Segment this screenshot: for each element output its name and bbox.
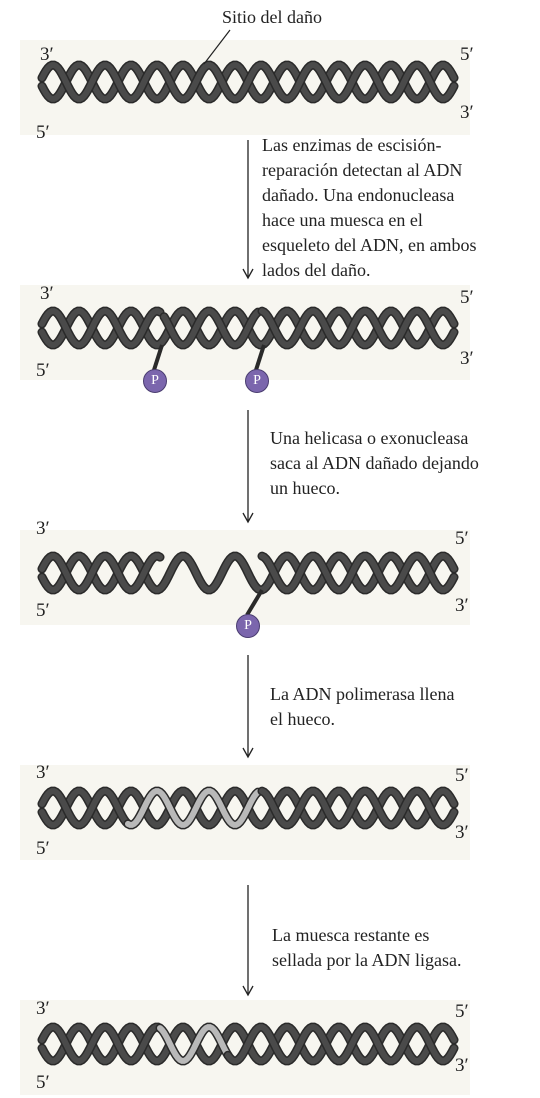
helix2-strand-bottom-2	[161, 308, 261, 348]
step-1-arrow-head	[242, 268, 254, 280]
helix3-end-3-right: 3′	[455, 595, 469, 616]
helix1-strand-bottom-1	[39, 62, 457, 102]
helix5-strand-bottom-2	[157, 1024, 231, 1064]
helix4-end-3-right: 3′	[455, 822, 469, 843]
helix4-strand-bottom-3	[259, 788, 457, 828]
helix4-end-5-right: 5′	[455, 765, 469, 786]
helix4-end-5-left: 5′	[36, 838, 50, 859]
helix2-strand-bottom-1	[39, 308, 163, 348]
helix2-end-5-right: 5′	[460, 287, 474, 308]
helix5-end-3-left: 3′	[36, 998, 50, 1019]
helix3-strand-bottom-1	[39, 553, 163, 593]
helix5-strand-bottom-3	[225, 1024, 457, 1064]
helix2-end-3-right: 3′	[460, 348, 474, 369]
helix3-end-5-left: 5′	[36, 600, 50, 621]
helix3-end-3-left: 3′	[36, 518, 50, 539]
helix1-end-3-right: 3′	[460, 102, 474, 123]
helix3-strand-top	[39, 553, 457, 593]
step-2-arrow-head	[242, 512, 254, 524]
helix4-strand-bottom-2	[125, 788, 261, 828]
phosphate-group-1: P	[143, 369, 167, 393]
helix4-end-3-left: 3′	[36, 762, 50, 783]
helix1-end-5-left: 5′	[36, 122, 50, 143]
helix3-end-5-right: 5′	[455, 528, 469, 549]
phosphate-group-2: P	[245, 369, 269, 393]
phosphate-stalk-2	[254, 344, 266, 371]
helix4-strand-bottom-1	[39, 788, 131, 828]
step-3-description: La ADN polimerasa llena el hueco.	[270, 684, 455, 729]
step-2-description: Una helicasa o exonucleasa saca al ADN d…	[270, 428, 479, 498]
step-4-description: La muesca restante es sellada por la ADN…	[272, 925, 462, 970]
step-1-description: Las enzimas de escisión- reparación dete…	[262, 135, 477, 280]
helix5-strand-bottom-1	[39, 1024, 163, 1064]
step-4-arrow-head	[242, 985, 254, 997]
damage-site-label: Sitio del daño	[222, 7, 322, 27]
helix3-strand-bottom-2	[259, 553, 457, 593]
helix5-end-5-right: 5′	[455, 1001, 469, 1022]
helix2-end-5-left: 5′	[36, 360, 50, 381]
helix2-end-3-left: 3′	[40, 283, 54, 304]
damage-site-pointer-line	[203, 29, 231, 65]
helix5-end-5-left: 5′	[36, 1072, 50, 1093]
step-3-arrow-head	[242, 747, 254, 759]
phosphate-stalk-1	[152, 344, 164, 371]
helix1-end-5-right: 5′	[460, 44, 474, 65]
helix1-end-3-left: 3′	[40, 44, 54, 65]
helix2-strand-bottom-3	[259, 308, 457, 348]
phosphate-stalk-3	[245, 588, 264, 617]
helix5-end-3-right: 3′	[455, 1055, 469, 1076]
phosphate-group-3: P	[236, 614, 260, 638]
